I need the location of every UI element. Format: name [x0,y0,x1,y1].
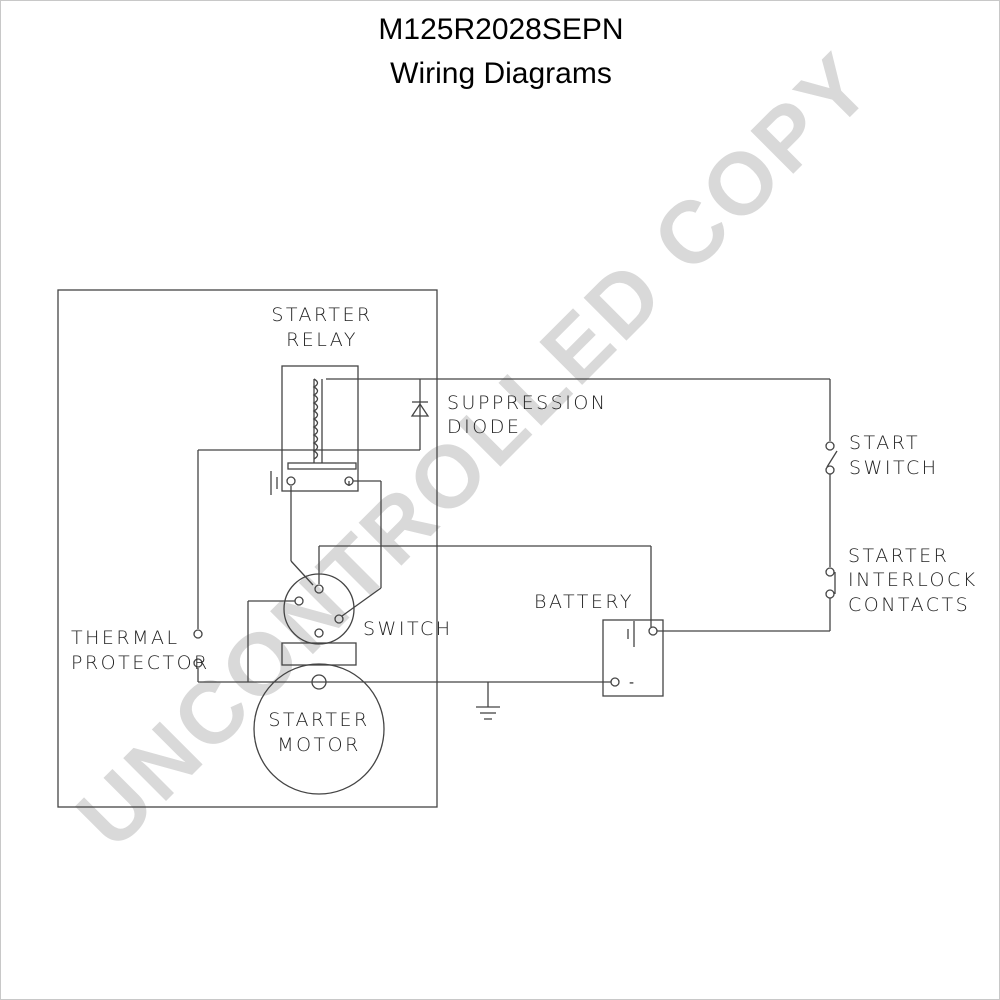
switch-label: SWITCH [363,618,453,640]
thermal-protector-label-line1: THERMAL [71,627,180,649]
battery-negative-sign: - [629,675,634,691]
thermal-protector-terminal-bottom [193,658,203,668]
start-switch-label-line2: SWITCH [849,457,939,479]
battery-label: BATTERY [534,591,634,613]
suppression-diode-label-line1: SUPPRESSION [447,392,607,414]
battery [602,619,664,697]
ground-symbol [476,682,500,720]
thermal-protector-label-line2: PROTECTOR [71,652,210,674]
starter-motor [253,663,385,795]
suppression-diode-label-line2: DIODE [447,416,521,438]
starter-motor-label-line2: MOTOR [277,734,361,756]
interlock-label-line1: STARTER [848,545,949,567]
battery-positive-terminal [648,626,658,636]
starter-interlock-contacts [825,567,836,599]
thermal-protector-terminal-top [193,629,203,639]
start-switch-label-line1: START [849,432,920,454]
diagram-subtitle: Wiring Diagrams [390,57,612,90]
starter-motor-label-line1: STARTER [268,709,369,731]
battery-negative-terminal [610,677,620,687]
interlock-label-line3: CONTACTS [848,594,970,616]
starter-relay-label-line1: STARTER [271,304,372,326]
part-number-title: M125R2028SEPN [378,13,624,46]
start-switch [825,441,838,475]
relay-terminal-left [286,476,296,486]
starter-relay-label-line2: RELAY [286,329,358,351]
interlock-label-line2: INTERLOCK [848,569,978,591]
relay-contact-plate [287,462,357,470]
starter-enclosure [57,289,438,808]
suppression-diode [198,379,430,451]
watermark: UNCONTROLLED COPY [58,33,892,867]
